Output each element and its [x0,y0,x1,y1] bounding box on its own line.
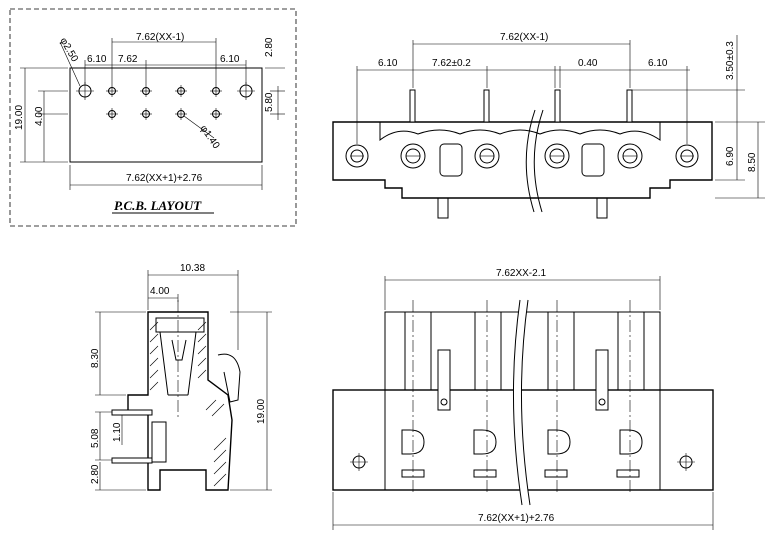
front-mount-left [345,144,369,168]
pcb-dim-row-offset: 4.00 [34,106,45,126]
side-view-panel: 10.38 4.00 8.30 19.00 5.08 1.10 2.80 [90,263,272,491]
pcb-dim-top-margin: 2.80 [264,37,275,57]
pcb-layout-panel: 7.62(XX-1) 6.10 7.62 6.10 2.80 5.80 19.0… [9,8,297,227]
front-dim-total-height: 8.50 [747,152,758,172]
side-hatch [149,321,227,487]
front-dim-body-height: 6.90 [725,146,736,166]
side-dim-depth: 10.38 [180,263,205,274]
top-dim-top-span: 7.62XX-2.1 [496,268,546,279]
front-dim-pin-height: 3.50±0.3 [725,41,736,80]
pcb-dim-top-span: 7.62(XX-1) [136,32,184,43]
pin-holes-top-row [106,85,222,97]
pcb-dim-pitch: 7.62 [118,54,138,65]
pin-holes-bottom-row [106,108,222,120]
front-dim-pitch-tol: 7.62±0.2 [432,58,471,69]
top-terminals [401,429,643,455]
side-dim-bottom: 2.80 [90,464,101,484]
top-slots [404,311,645,391]
front-terminals [400,143,643,177]
side-pin-top [111,409,153,416]
pcb-layout-frame [9,8,297,227]
side-body-outline [127,311,233,491]
pcb-dim-row-gap: 5.80 [264,92,275,112]
pcb-dim-bottom-span: 7.62(XX+1)+2.76 [126,173,203,184]
side-dim-pin-size: 1.10 [112,422,123,442]
side-dim-upper: 8.30 [90,348,101,368]
pcb-layout-title: P.C.B. LAYOUT [114,198,202,213]
front-body-outline [332,121,713,199]
front-view-panel: 7.62(XX-1) 6.10 7.62±0.2 0.40 6.10 3.50±… [332,32,765,219]
front-pins [409,89,633,123]
front-mount-right [675,144,699,168]
pcb-dim-mount-hole: φ2.50 [57,36,80,64]
pcb-dim-left-offset: 6.10 [87,54,107,65]
side-pin-bottom [111,457,153,464]
top-pin-slots [401,469,640,478]
front-dim-top-span: 7.62(XX-1) [500,32,548,43]
front-dim-pin-width: 0.40 [578,58,598,69]
pcb-dim-right-offset: 6.10 [220,54,240,65]
side-dim-pin-spacing: 5.08 [90,428,101,448]
top-dim-bottom-span: 7.62(XX+1)+2.76 [478,513,555,524]
front-dim-left-offset: 6.10 [378,58,398,69]
pcb-dim-pin-hole: φ1.40 [198,123,222,151]
pcb-board-outline [69,67,263,163]
pcb-dim-height: 19.00 [14,105,25,130]
side-dim-front: 4.00 [150,286,170,297]
side-dim-height: 19.00 [256,399,267,424]
front-dim-right-offset: 6.10 [648,58,668,69]
top-view-panel: 7.62XX-2.1 7.62(XX+1)+2.76 [332,268,714,530]
